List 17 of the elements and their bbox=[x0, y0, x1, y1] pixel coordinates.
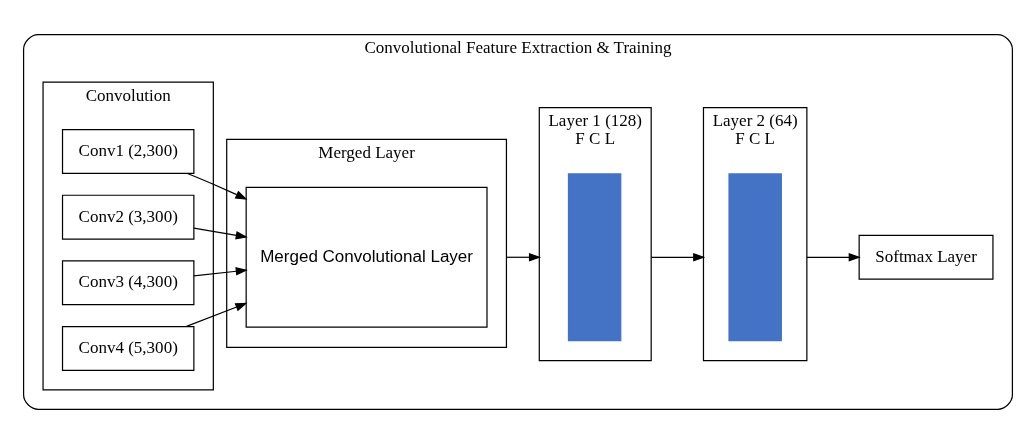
node-box: Conv4 (5,300) bbox=[61, 325, 194, 371]
node-box: Conv3 (4,300) bbox=[61, 259, 194, 305]
arrow bbox=[185, 302, 247, 327]
arrow bbox=[192, 266, 248, 276]
node-box: Conv2 (3,300) bbox=[61, 194, 194, 240]
arrow bbox=[505, 252, 541, 262]
arrow bbox=[650, 252, 705, 262]
arrow bbox=[805, 252, 861, 262]
cluster: Layer 1 (128) F C L bbox=[538, 106, 652, 361]
arrow bbox=[186, 172, 247, 200]
node-box: Conv1 (2,300) bbox=[61, 128, 194, 174]
node-box: Merged Convolutional Layer bbox=[245, 186, 488, 328]
arrow bbox=[192, 227, 248, 239]
node-box: Softmax Layer bbox=[858, 234, 994, 280]
node-bar bbox=[727, 172, 782, 341]
cluster: Layer 2 (64) F C L bbox=[702, 106, 807, 361]
node-bar bbox=[567, 172, 621, 341]
